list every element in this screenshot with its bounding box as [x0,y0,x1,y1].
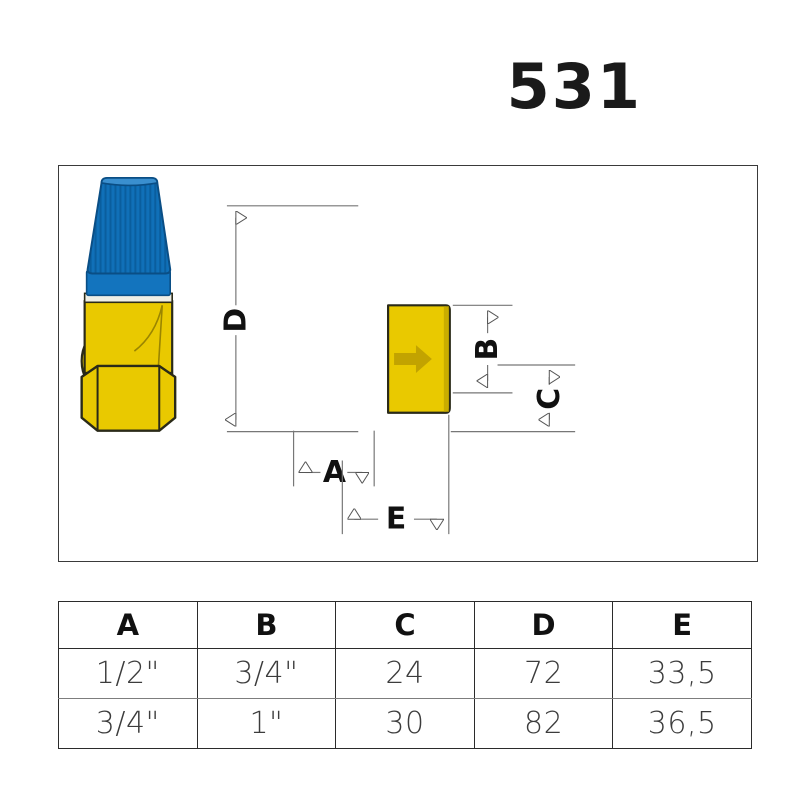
flow-direction-arrow-right [394,345,432,373]
dimension-label-D: D [218,308,253,333]
dimension-label-B: B [470,338,505,361]
table-header-a: A [58,601,198,649]
table-header-row: A B C D E [58,601,752,649]
dimension-label-E: E [386,502,406,537]
table-cell: 72 [473,648,614,699]
table-row: 3/4" 1" 30 82 36,5 [58,698,752,749]
table-header-b: B [196,601,337,649]
valve-graphic [80,176,451,432]
table-cell: 1/2" [58,648,198,699]
specification-table: A B C D E 1/2" 3/4" 24 72 33,5 3/4" 1" 3… [58,601,752,749]
table-cell: 3/4" [196,648,337,699]
table-cell: 33,5 [612,648,752,699]
table-cell: 82 [473,698,614,749]
table-cell: 3/4" [58,698,198,749]
valve-blue-cap [86,176,172,275]
valve-drawing: D B C [80,176,576,537]
dimension-B: B [452,304,513,394]
dimension-D: D [218,205,359,433]
table-cell: 36,5 [612,698,752,749]
table-header-d: D [473,601,614,649]
page-title: 531 [506,50,642,123]
dimension-A: A [292,430,375,490]
drawing-frame: D B C [58,165,758,562]
table-row: 1/2" 3/4" 24 72 33,5 [58,648,752,699]
table-header-e: E [612,601,752,649]
dimension-E: E [341,414,450,537]
dimension-label-C: C [532,388,567,410]
table-header-c: C [335,601,475,649]
dimension-C: C [450,364,576,433]
table-cell: 24 [335,648,475,699]
table-cell: 30 [335,698,475,749]
valve-outlet-port [387,304,451,414]
dimension-label-A: A [323,455,346,490]
table-cell: 1" [196,698,337,749]
valve-hex-nut [80,364,177,432]
